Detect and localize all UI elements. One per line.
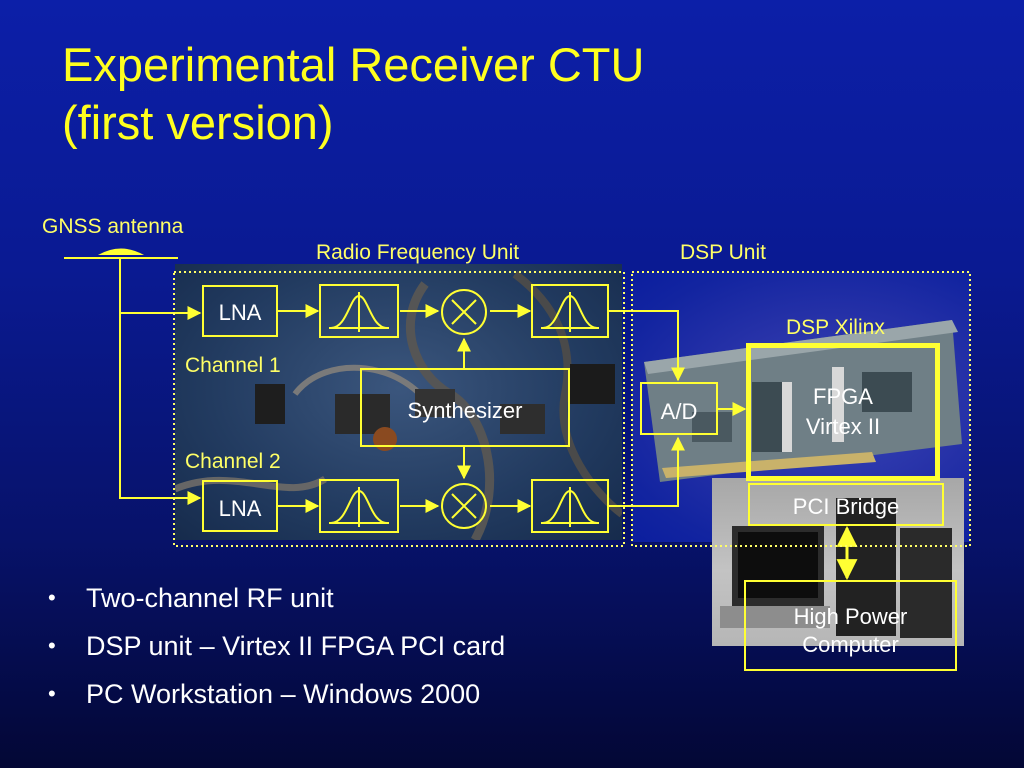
dsp-unit-border (631, 271, 971, 547)
computer-block: High Power Computer (744, 580, 957, 671)
slide-title-line-1: Experimental Receiver CTU (62, 38, 645, 91)
ad-converter-block: A/D (640, 382, 718, 435)
computer-photo (712, 478, 964, 646)
fpga-block: FPGA Virtex II (746, 343, 940, 481)
lna-2-label: LNA (218, 496, 262, 521)
gnss-antenna-label: GNSS antenna (42, 215, 184, 238)
filter-2a-icon (319, 479, 399, 533)
bullet-icon: • (48, 681, 56, 706)
bullet-item: • DSP unit – Virtex II FPGA PCI card (48, 626, 505, 674)
slide-title-line-2: (first version) (62, 96, 334, 149)
dsp-board-image (644, 320, 962, 482)
synthesizer-label: Synthesizer (407, 398, 523, 423)
pci-bridge-block: PCI Bridge (748, 483, 944, 526)
fpga-label-line-2: Virtex II (805, 414, 881, 439)
lna-1-block: LNA (202, 285, 278, 337)
channel-2-label: Channel 2 (185, 450, 281, 473)
channel-1-label: Channel 1 (185, 354, 281, 377)
computer-label-line-2: Computer (802, 632, 899, 657)
fpga-label-line-1: FPGA (813, 384, 873, 409)
bullet-list: • Two-channel RF unit • DSP unit – Virte… (48, 578, 505, 722)
pci-bridge-label: PCI Bridge (792, 494, 900, 519)
ad-converter-label: A/D (660, 399, 698, 424)
bullet-text-1: Two-channel RF unit (86, 583, 334, 613)
rf-unit-label: Radio Frequency Unit (316, 241, 520, 264)
bullet-icon: • (48, 633, 56, 658)
filter-2b-icon (531, 479, 609, 533)
bullet-text-2: DSP unit – Virtex II FPGA PCI card (86, 631, 506, 661)
bullet-item: • Two-channel RF unit (48, 578, 505, 626)
dsp-xilinx-label: DSP Xilinx (786, 316, 885, 339)
synthesizer-block: Synthesizer (360, 368, 570, 447)
computer-label-line-1: High Power (793, 604, 908, 629)
bullet-icon: • (48, 585, 56, 610)
lna-2-block: LNA (202, 480, 278, 532)
lna-1-label: LNA (218, 300, 262, 325)
rf-unit-border (173, 271, 625, 547)
computer-image (720, 498, 952, 638)
slide-title: Experimental Receiver CTU (first version… (62, 36, 644, 152)
filter-1b-icon (531, 284, 609, 338)
bullet-text-3: PC Workstation – Windows 2000 (86, 679, 481, 709)
mixer-1-icon (441, 289, 487, 335)
dsp-unit-label: DSP Unit (680, 241, 766, 264)
gnss-antenna-icon (64, 248, 178, 259)
bullet-item: • PC Workstation – Windows 2000 (48, 674, 505, 722)
mixer-2-icon (441, 483, 487, 529)
filter-1a-icon (319, 284, 399, 338)
